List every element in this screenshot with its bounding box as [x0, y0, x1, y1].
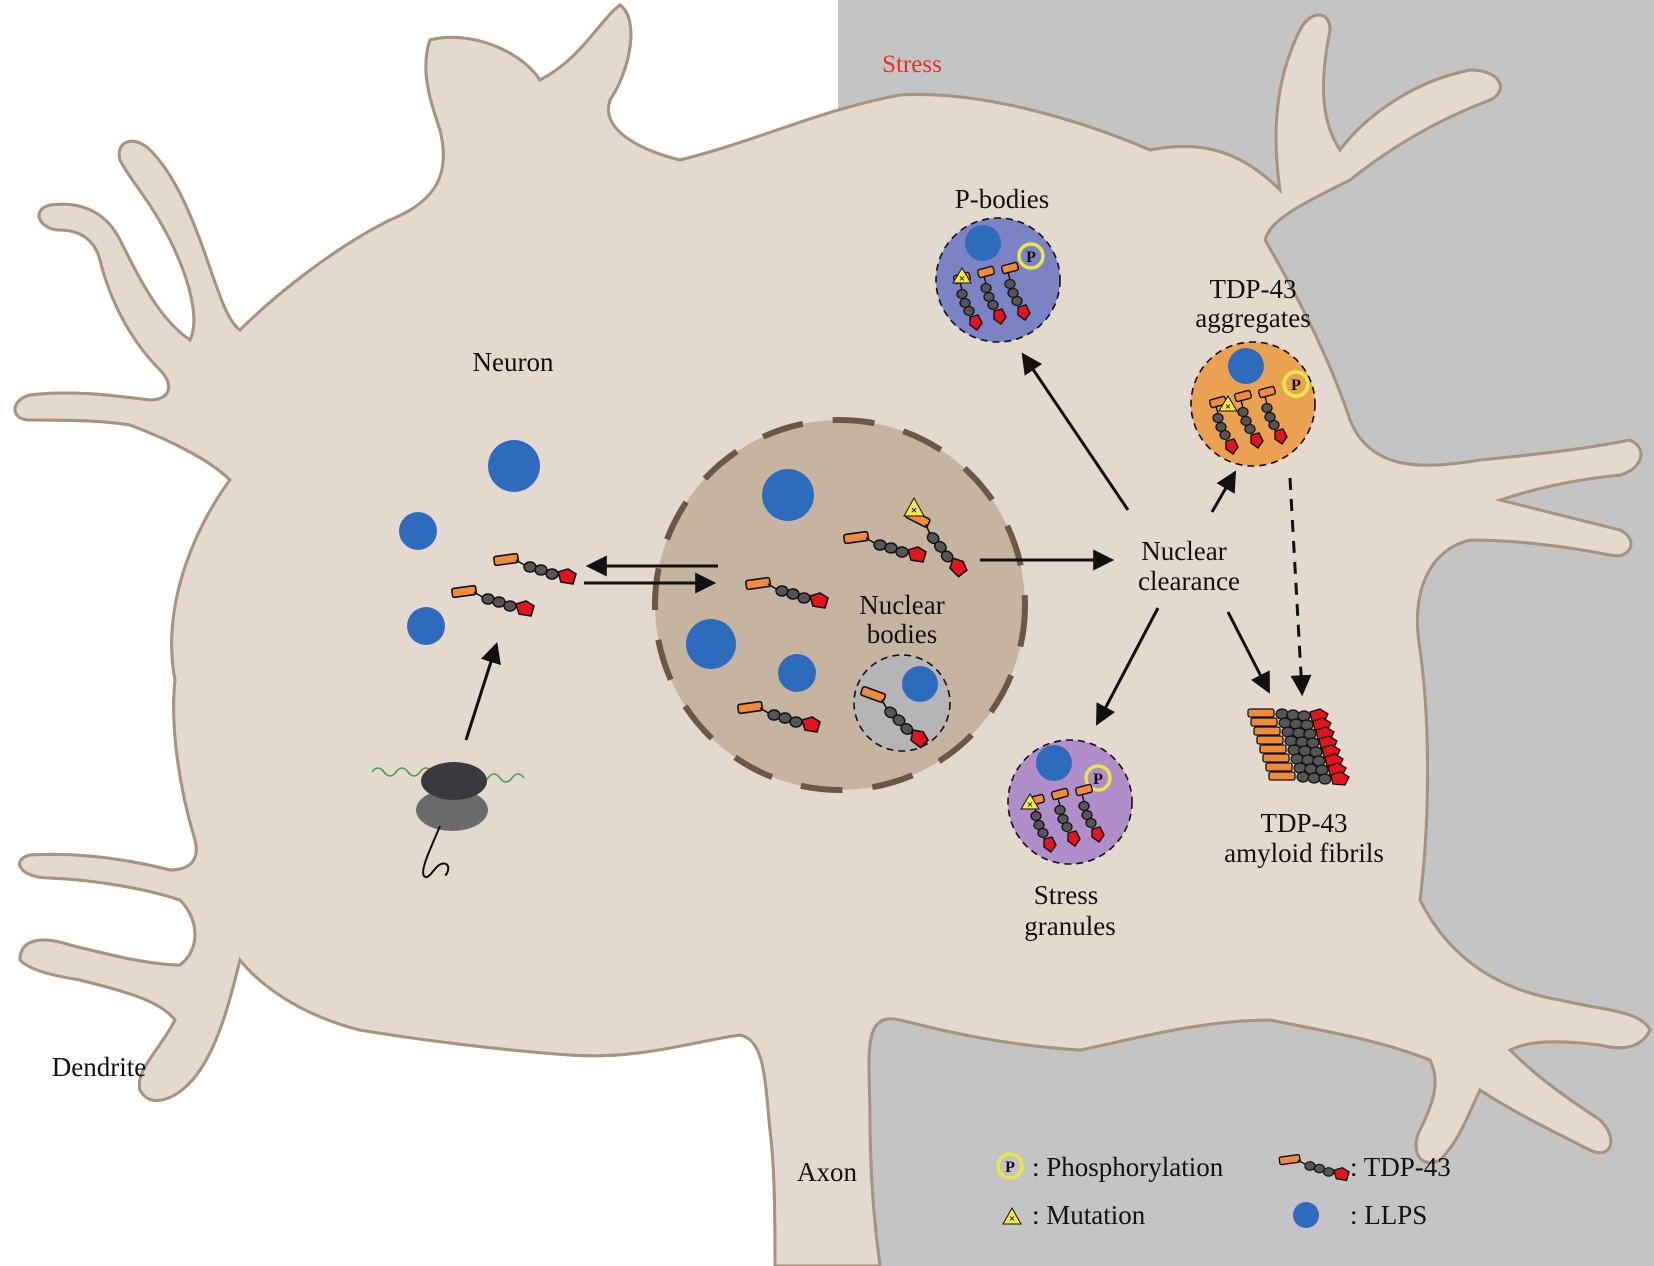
svg-text:×: ×	[1027, 799, 1033, 811]
llps-droplet	[399, 512, 437, 550]
arrow-translation	[464, 641, 501, 741]
arrow-aggregates-to-amyloid	[1288, 477, 1312, 697]
aggregates-condensate: P ×	[1190, 341, 1316, 467]
arrow-to-stress-granules	[1096, 607, 1160, 726]
nascent-peptide	[422, 825, 450, 879]
llps-droplet	[965, 225, 1001, 261]
axon-label: Axon	[797, 1157, 857, 1187]
legend-phosphorylation-label: : Phosphorylation	[1032, 1152, 1224, 1182]
svg-text:×: ×	[911, 503, 918, 517]
legend-phosphorylation-item: P : Phosphorylation	[996, 1152, 1224, 1182]
stress-granules-label-line1: Stress	[1034, 880, 1099, 910]
phosphorylation-marker	[1282, 370, 1310, 398]
stress-granules-label-line2: granules	[1024, 911, 1115, 941]
mutation-icon	[1002, 1206, 1022, 1225]
nuclear-bodies-label-line2: bodies	[867, 619, 938, 649]
nucleus-envelope	[652, 417, 1028, 793]
fibril-strand	[1247, 708, 1329, 723]
mutation-marker	[1218, 395, 1238, 412]
llps-icon	[1293, 1202, 1319, 1228]
mutation-marker	[903, 496, 925, 517]
fibril-strand	[1268, 771, 1350, 786]
legend: P : Phosphorylation : TDP-43 × : Mutatio…	[996, 1152, 1451, 1230]
arrow-to-aggregates	[1210, 470, 1237, 513]
llps-droplet	[488, 440, 540, 492]
svg-text:×: ×	[1225, 401, 1231, 413]
amyloid-fibrils	[1247, 708, 1350, 786]
ribosome	[371, 762, 525, 879]
mutation-marker	[1020, 793, 1040, 810]
phosphorylation-marker	[1084, 764, 1112, 792]
legend-tdp43-label: : TDP-43	[1350, 1152, 1451, 1182]
llps-droplet	[1228, 348, 1264, 384]
mutation-marker	[952, 267, 972, 284]
llps-droplet	[762, 469, 814, 521]
p-bodies-condensate: P ×	[935, 217, 1061, 343]
llps-droplet	[902, 666, 938, 702]
dendrite-label: Dendrite	[52, 1052, 146, 1082]
neuron-label: Neuron	[473, 347, 554, 377]
phosphorylation-icon	[996, 1152, 1024, 1180]
llps-droplet	[407, 607, 445, 645]
nuclear-bodies-label-line1: Nuclear	[859, 590, 944, 620]
llps-droplet	[686, 619, 736, 669]
nuclear-clearance-label-line1: Nuclear	[1141, 536, 1226, 566]
stress-label: Stress	[882, 51, 942, 78]
ribosome-small-subunit	[416, 789, 488, 831]
svg-text:×: ×	[1009, 1213, 1015, 1225]
legend-tdp43-item: : TDP-43	[1278, 1152, 1451, 1182]
legend-mutation-label: : Mutation	[1032, 1200, 1146, 1230]
amyloid-fibrils-label-line1: TDP-43	[1261, 808, 1348, 838]
nucleus	[652, 417, 1028, 793]
stress-granules-condensate: P ×	[1007, 739, 1133, 865]
amyloid-fibrils-label-line2: amyloid fibrils	[1224, 838, 1384, 868]
nuclear-body-condensate	[849, 654, 951, 752]
arrow-to-p-bodies	[1021, 352, 1130, 511]
svg-text:P: P	[1026, 249, 1036, 266]
svg-text:P: P	[1093, 771, 1103, 788]
ribosome-large-subunit	[421, 762, 487, 800]
tdp43-aggregates-label-line2: aggregates	[1195, 303, 1310, 333]
arrow-to-amyloid	[1226, 611, 1270, 694]
svg-text:P: P	[1291, 377, 1301, 394]
p-bodies-label: P-bodies	[955, 184, 1050, 214]
svg-text:×: ×	[959, 273, 965, 285]
nuclear-clearance-label-line2: clearance	[1138, 566, 1240, 596]
tdp43-aggregates-label-line1: TDP-43	[1210, 274, 1297, 304]
llps-droplet	[778, 654, 816, 692]
phosphorylation-icon-letter: P	[1005, 1159, 1015, 1176]
llps-droplet	[1036, 745, 1072, 781]
legend-mutation-item: × : Mutation	[1002, 1200, 1146, 1230]
legend-llps-label: : LLPS	[1350, 1200, 1427, 1230]
legend-llps-item: : LLPS	[1293, 1200, 1427, 1230]
phosphorylation-marker	[1017, 242, 1045, 270]
